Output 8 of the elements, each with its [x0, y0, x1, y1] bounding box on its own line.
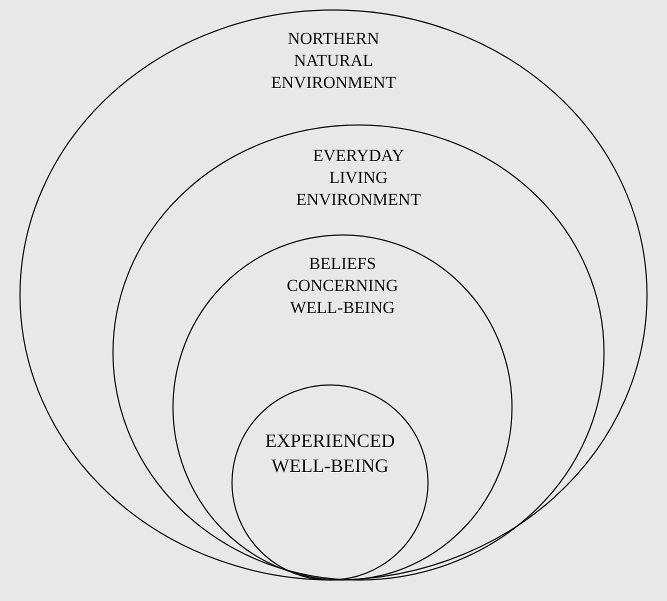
ellipse-region: [20, 10, 647, 580]
ellipse-region: [113, 125, 604, 580]
ellipse-region: [232, 385, 428, 580]
region-label: NORTHERN NATURAL ENVIRONMENT: [270, 28, 397, 94]
ellipse-region: [173, 235, 512, 580]
region-label: EVERYDAY LIVING ENVIRONMENT: [295, 145, 422, 212]
region-label: BELIEFS CONCERNING WELL-BEING: [286, 253, 400, 320]
region-label: EXPERIENCED WELL-BEING: [264, 430, 396, 479]
